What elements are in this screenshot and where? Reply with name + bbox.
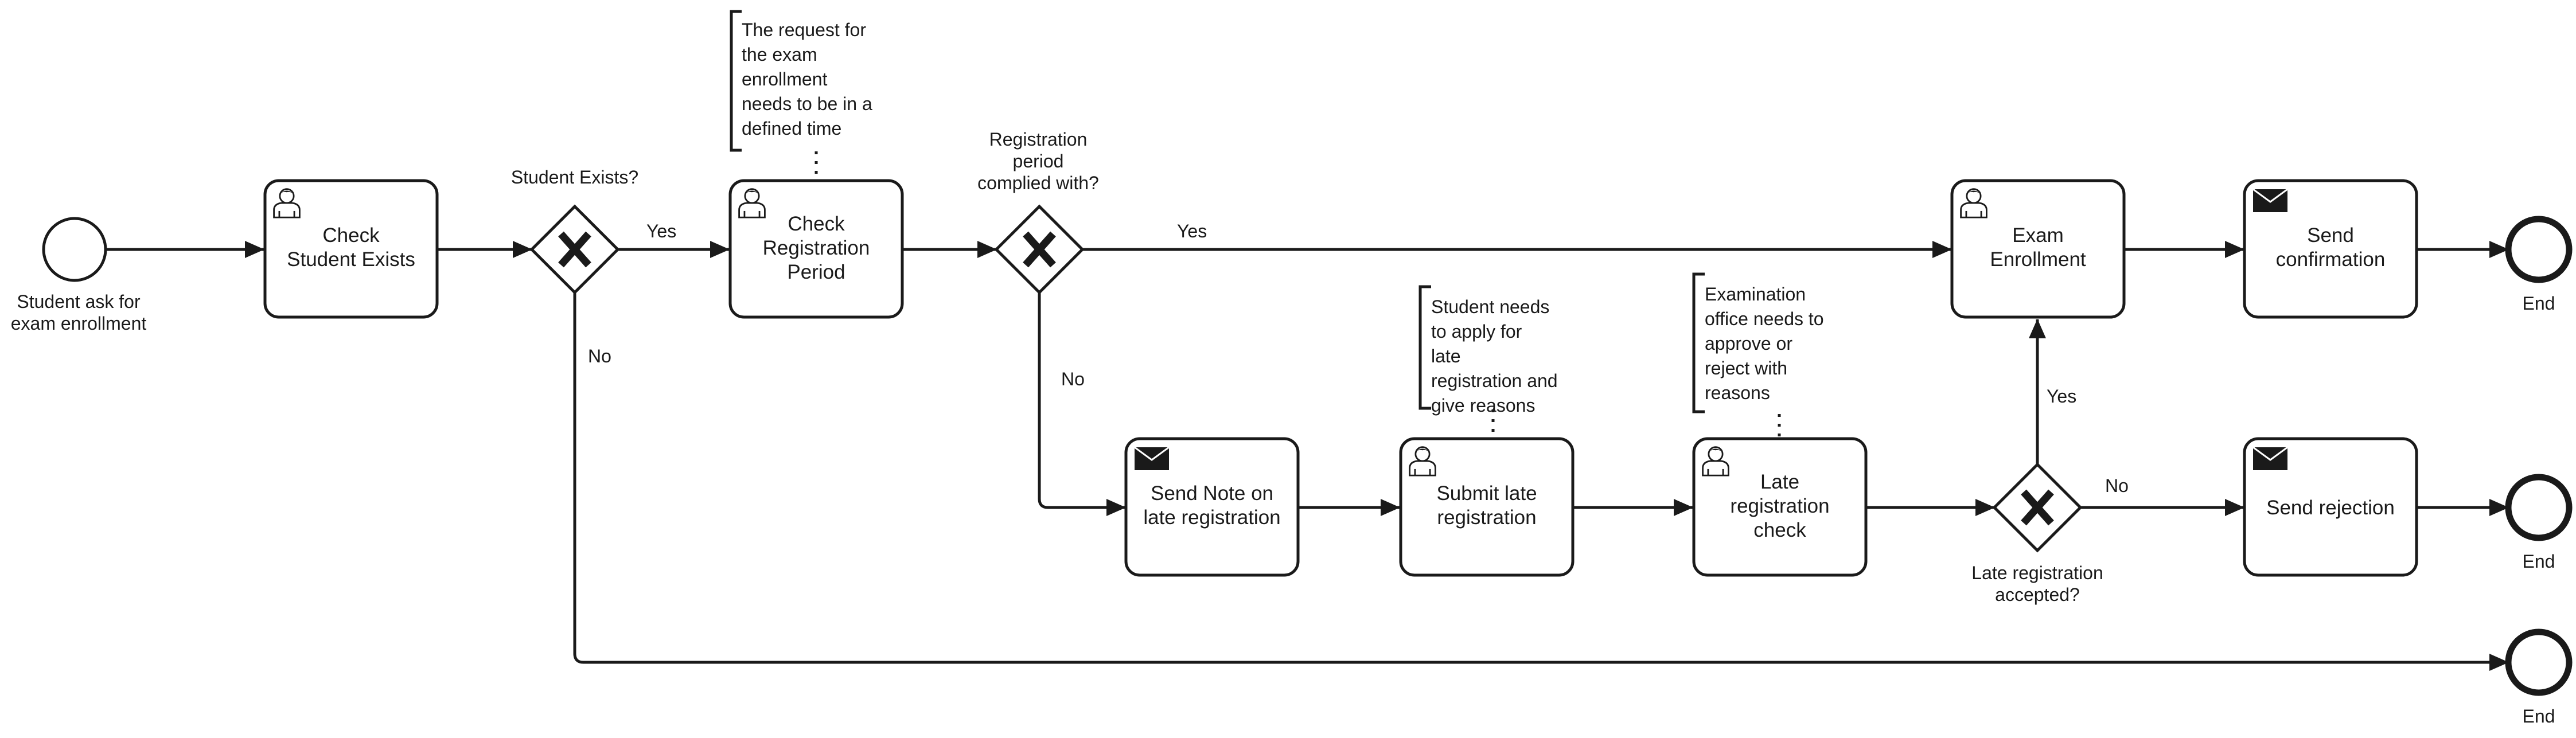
annotation-bracket: [1418, 285, 1431, 410]
task-label: confirmation: [2276, 248, 2386, 271]
task-submit-late-registration[interactable]: Submit late registration: [1399, 437, 1575, 577]
annotation-text: needs to be in a: [742, 93, 872, 114]
task-label: Student Exists: [287, 248, 415, 271]
gateway-student-exists[interactable]: Student Exists?: [511, 167, 638, 295]
task-label: Send: [2307, 224, 2354, 247]
end-event-label: End: [2523, 706, 2555, 727]
task-label: Exam: [2012, 224, 2063, 247]
annotation-student-apply[interactable]: Student needs to apply for late registra…: [1418, 285, 1558, 438]
task-label: late registration: [1143, 506, 1280, 529]
task-check-registration-period[interactable]: Check Registration Period: [728, 179, 904, 319]
sequence-flows: [106, 241, 2509, 671]
flow-label-yes: Yes: [646, 221, 676, 241]
annotation-text: registration and: [1431, 370, 1558, 391]
annotation-text: give reasons: [1431, 395, 1535, 416]
gateway-period-complied[interactable]: Registration period complied with?: [977, 129, 1099, 295]
flow-gateway-no-to-send-note: [1038, 292, 1126, 516]
flow-label-no: No: [588, 346, 611, 366]
task-label: Registration: [763, 237, 870, 259]
annotation-text: office needs to: [1705, 309, 1824, 329]
gateway-label: Student Exists?: [511, 167, 638, 188]
end-event[interactable]: End: [2505, 216, 2573, 314]
task-send-note[interactable]: Send Note on late registration: [1124, 437, 1300, 577]
task-late-registration-check[interactable]: Late registration check: [1692, 437, 1868, 577]
task-label: Check: [788, 213, 845, 235]
task-label: Enrollment: [1990, 248, 2086, 271]
start-event-label: Student ask for: [17, 291, 141, 312]
task-send-confirmation[interactable]: Send confirmation: [2243, 179, 2418, 319]
annotation-text: the exam: [742, 44, 817, 65]
annotation-bracket: [1692, 272, 1705, 413]
flow-label-yes: Yes: [1177, 221, 1207, 241]
end-event[interactable]: End: [2505, 628, 2573, 727]
gateway-label: accepted?: [1995, 584, 2080, 605]
envelope-icon: [2253, 447, 2287, 470]
gateway-label: Late registration: [1971, 563, 2103, 583]
flow-gateway-no-to-end: [573, 292, 2509, 671]
annotation-text: reasons: [1705, 382, 1770, 403]
task-label: Submit late: [1436, 482, 1537, 505]
annotation-text: approve or: [1705, 333, 1792, 354]
flow-label-yes: Yes: [2047, 386, 2076, 407]
gateway-label: period: [1013, 151, 1064, 171]
task-label: check: [1753, 519, 1806, 541]
annotation-text: Student needs: [1431, 296, 1549, 317]
flow-labels: Yes No Yes No Yes No: [588, 221, 2129, 496]
end-event-label: End: [2523, 293, 2555, 314]
end-event-label: End: [2523, 551, 2555, 572]
envelope-icon: [1135, 447, 1169, 470]
task-label: Check: [322, 224, 380, 247]
annotation-text: Examination: [1705, 284, 1806, 304]
flow-label-no: No: [2105, 475, 2129, 496]
task-label: Late: [1760, 471, 1799, 493]
task-send-rejection[interactable]: Send rejection: [2243, 437, 2418, 577]
annotation-exam-time[interactable]: The request for the exam enrollment need…: [730, 10, 872, 179]
annotation-text: to apply for: [1431, 321, 1522, 342]
task-exam-enrollment[interactable]: Exam Enrollment: [1950, 179, 2126, 319]
start-event-label: exam enrollment: [11, 313, 147, 334]
task-label: registration: [1437, 506, 1536, 529]
annotation-bracket: [730, 10, 742, 152]
annotation-office-approve[interactable]: Examination office needs to approve or r…: [1692, 272, 1824, 438]
task-label: Period: [787, 261, 845, 283]
annotation-text: enrollment: [742, 69, 828, 89]
annotation-text: defined time: [742, 118, 841, 139]
flow-label-no: No: [1061, 369, 1085, 389]
gateway-label: Registration: [989, 129, 1088, 150]
annotation-text: reject with: [1705, 358, 1787, 378]
envelope-icon: [2253, 189, 2287, 212]
task-check-student-exists[interactable]: Check Student Exists: [263, 179, 439, 319]
task-label: Send rejection: [2266, 497, 2395, 519]
annotation-text: The request for: [742, 19, 866, 40]
start-event[interactable]: Student ask for exam enrollment: [11, 217, 147, 334]
task-label: Send Note on: [1151, 482, 1273, 505]
task-label: registration: [1730, 495, 1829, 517]
gateway-late-accepted[interactable]: Late registration accepted?: [1971, 462, 2103, 605]
gateway-label: complied with?: [977, 173, 1099, 193]
end-event[interactable]: End: [2505, 474, 2573, 572]
annotation-text: late: [1431, 346, 1461, 366]
